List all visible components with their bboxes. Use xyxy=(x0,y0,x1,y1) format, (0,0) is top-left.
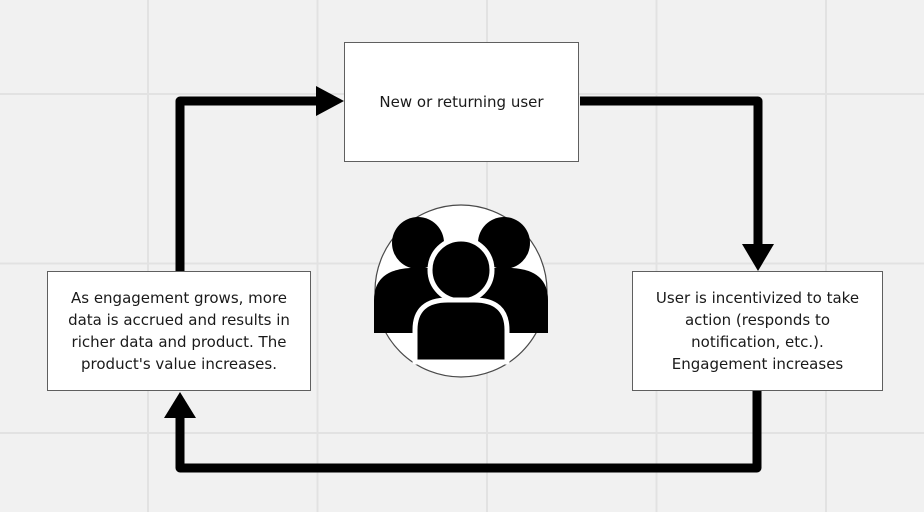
connector-top-to-right xyxy=(580,96,763,248)
user-group-icon xyxy=(374,204,548,378)
connector-right-to-left xyxy=(175,391,762,473)
node-engagement-grows: As engagement grows, more data is accrue… xyxy=(47,271,311,391)
node-right-label: User is incentivized to take action (res… xyxy=(655,289,860,373)
arrowhead-down xyxy=(742,244,774,271)
node-left-label: As engagement grows, more data is accrue… xyxy=(68,289,290,373)
node-user-incentivized: User is incentivized to take action (res… xyxy=(632,271,883,391)
node-top-label: New or returning user xyxy=(379,93,544,111)
connector-left-to-top xyxy=(175,96,320,271)
node-new-or-returning-user: New or returning user xyxy=(344,42,579,162)
arrowhead-right xyxy=(316,86,344,116)
arrowhead-up xyxy=(164,392,196,418)
